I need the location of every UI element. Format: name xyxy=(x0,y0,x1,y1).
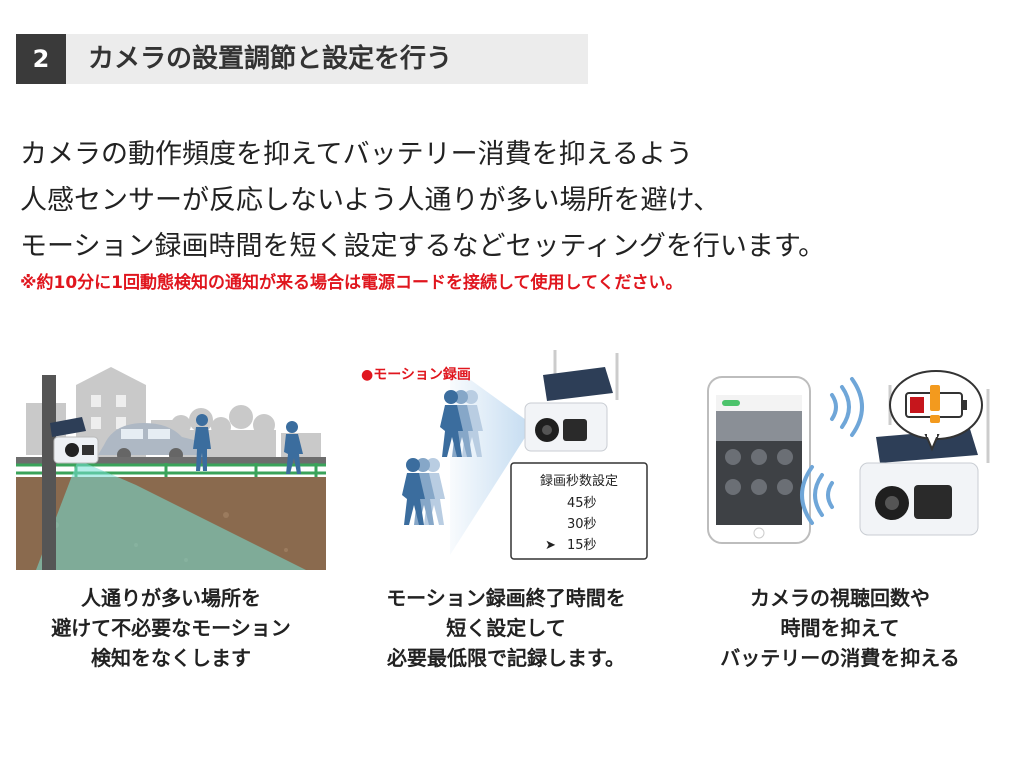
intro-line: カメラの動作頻度を抑えてバッテリー消費を抑えるよう xyxy=(20,139,693,170)
pedestrian-icon xyxy=(402,458,445,525)
step-number: 2 xyxy=(16,34,66,84)
street-scene-illustration xyxy=(16,345,326,575)
caption-line: 人通りが多い場所を xyxy=(81,586,261,610)
intro-text: カメラの動作頻度を抑えてバッテリー消費を抑えるよう 人感センサーが反応しないよう… xyxy=(20,132,995,296)
motion-caption: モーション録画終了時間を 短く設定して 必要最低限で記録します。 xyxy=(341,583,671,673)
step-title: カメラの設置調節と設定を行う xyxy=(88,44,453,74)
step-header: 2 カメラの設置調節と設定を行う xyxy=(16,34,588,84)
pedestrian-icon xyxy=(440,390,483,457)
street-caption: 人通りが多い場所を 避けて不必要なモーション 検知をなくします xyxy=(6,583,336,673)
motion-record-illustration: ●モーション録画 録画秒数設定 45秒 30秒 xyxy=(355,345,655,575)
caption-line: 必要最低限で記録します。 xyxy=(387,646,625,670)
caption-line: バッテリーの消費を抑える xyxy=(720,646,960,670)
pedestrian-icon xyxy=(193,414,303,474)
caption-line: 時間を抑えて xyxy=(780,616,900,640)
solar-camera-icon xyxy=(859,385,990,536)
warning-note: ※約10分に1回動態検知の通知が来る場合は電源コードを接続して使用してください。 xyxy=(20,273,683,293)
intro-line: モーション録画時間を短く設定するなどセッティングを行います。 xyxy=(20,231,826,262)
street-scene-svg xyxy=(16,345,326,570)
caption-line: モーション録画終了時間を xyxy=(386,586,626,610)
wireless-signal-icon xyxy=(800,377,864,525)
option-30s: 30秒 xyxy=(567,517,597,532)
phone-camera-svg xyxy=(707,370,990,544)
phone-caption: カメラの視聴回数や 時間を抑えて バッテリーの消費を抑える xyxy=(675,583,1005,673)
caption-line: 避けて不必要なモーション xyxy=(51,616,291,640)
solar-camera-icon xyxy=(524,350,619,452)
solar-camera-icon xyxy=(50,417,99,464)
option-15s: 15秒 xyxy=(567,538,597,553)
phone-camera-illustration xyxy=(700,345,1000,575)
motion-record-badge: ●モーション録画 xyxy=(361,366,471,383)
caption-line: 短く設定して xyxy=(446,616,566,640)
smartphone-icon xyxy=(707,376,811,544)
caption-line: カメラの視聴回数や xyxy=(750,586,930,610)
battery-low-alert-icon xyxy=(889,370,983,452)
option-45s: 45秒 xyxy=(567,496,597,511)
caption-line: 検知をなくします xyxy=(91,646,251,670)
settings-box-title: 録画秒数設定 xyxy=(540,473,618,489)
sensor-beam-icon xyxy=(36,460,306,570)
pole-icon xyxy=(42,375,56,570)
intro-line: 人感センサーが反応しないよう人通りが多い場所を避け、 xyxy=(20,185,721,216)
record-seconds-settings-box: 録画秒数設定 45秒 30秒 ➤ 15秒 xyxy=(510,462,648,560)
motion-record-svg: ●モーション録画 録画秒数設定 45秒 30秒 xyxy=(361,350,648,560)
selected-marker-icon: ➤ xyxy=(545,538,556,553)
